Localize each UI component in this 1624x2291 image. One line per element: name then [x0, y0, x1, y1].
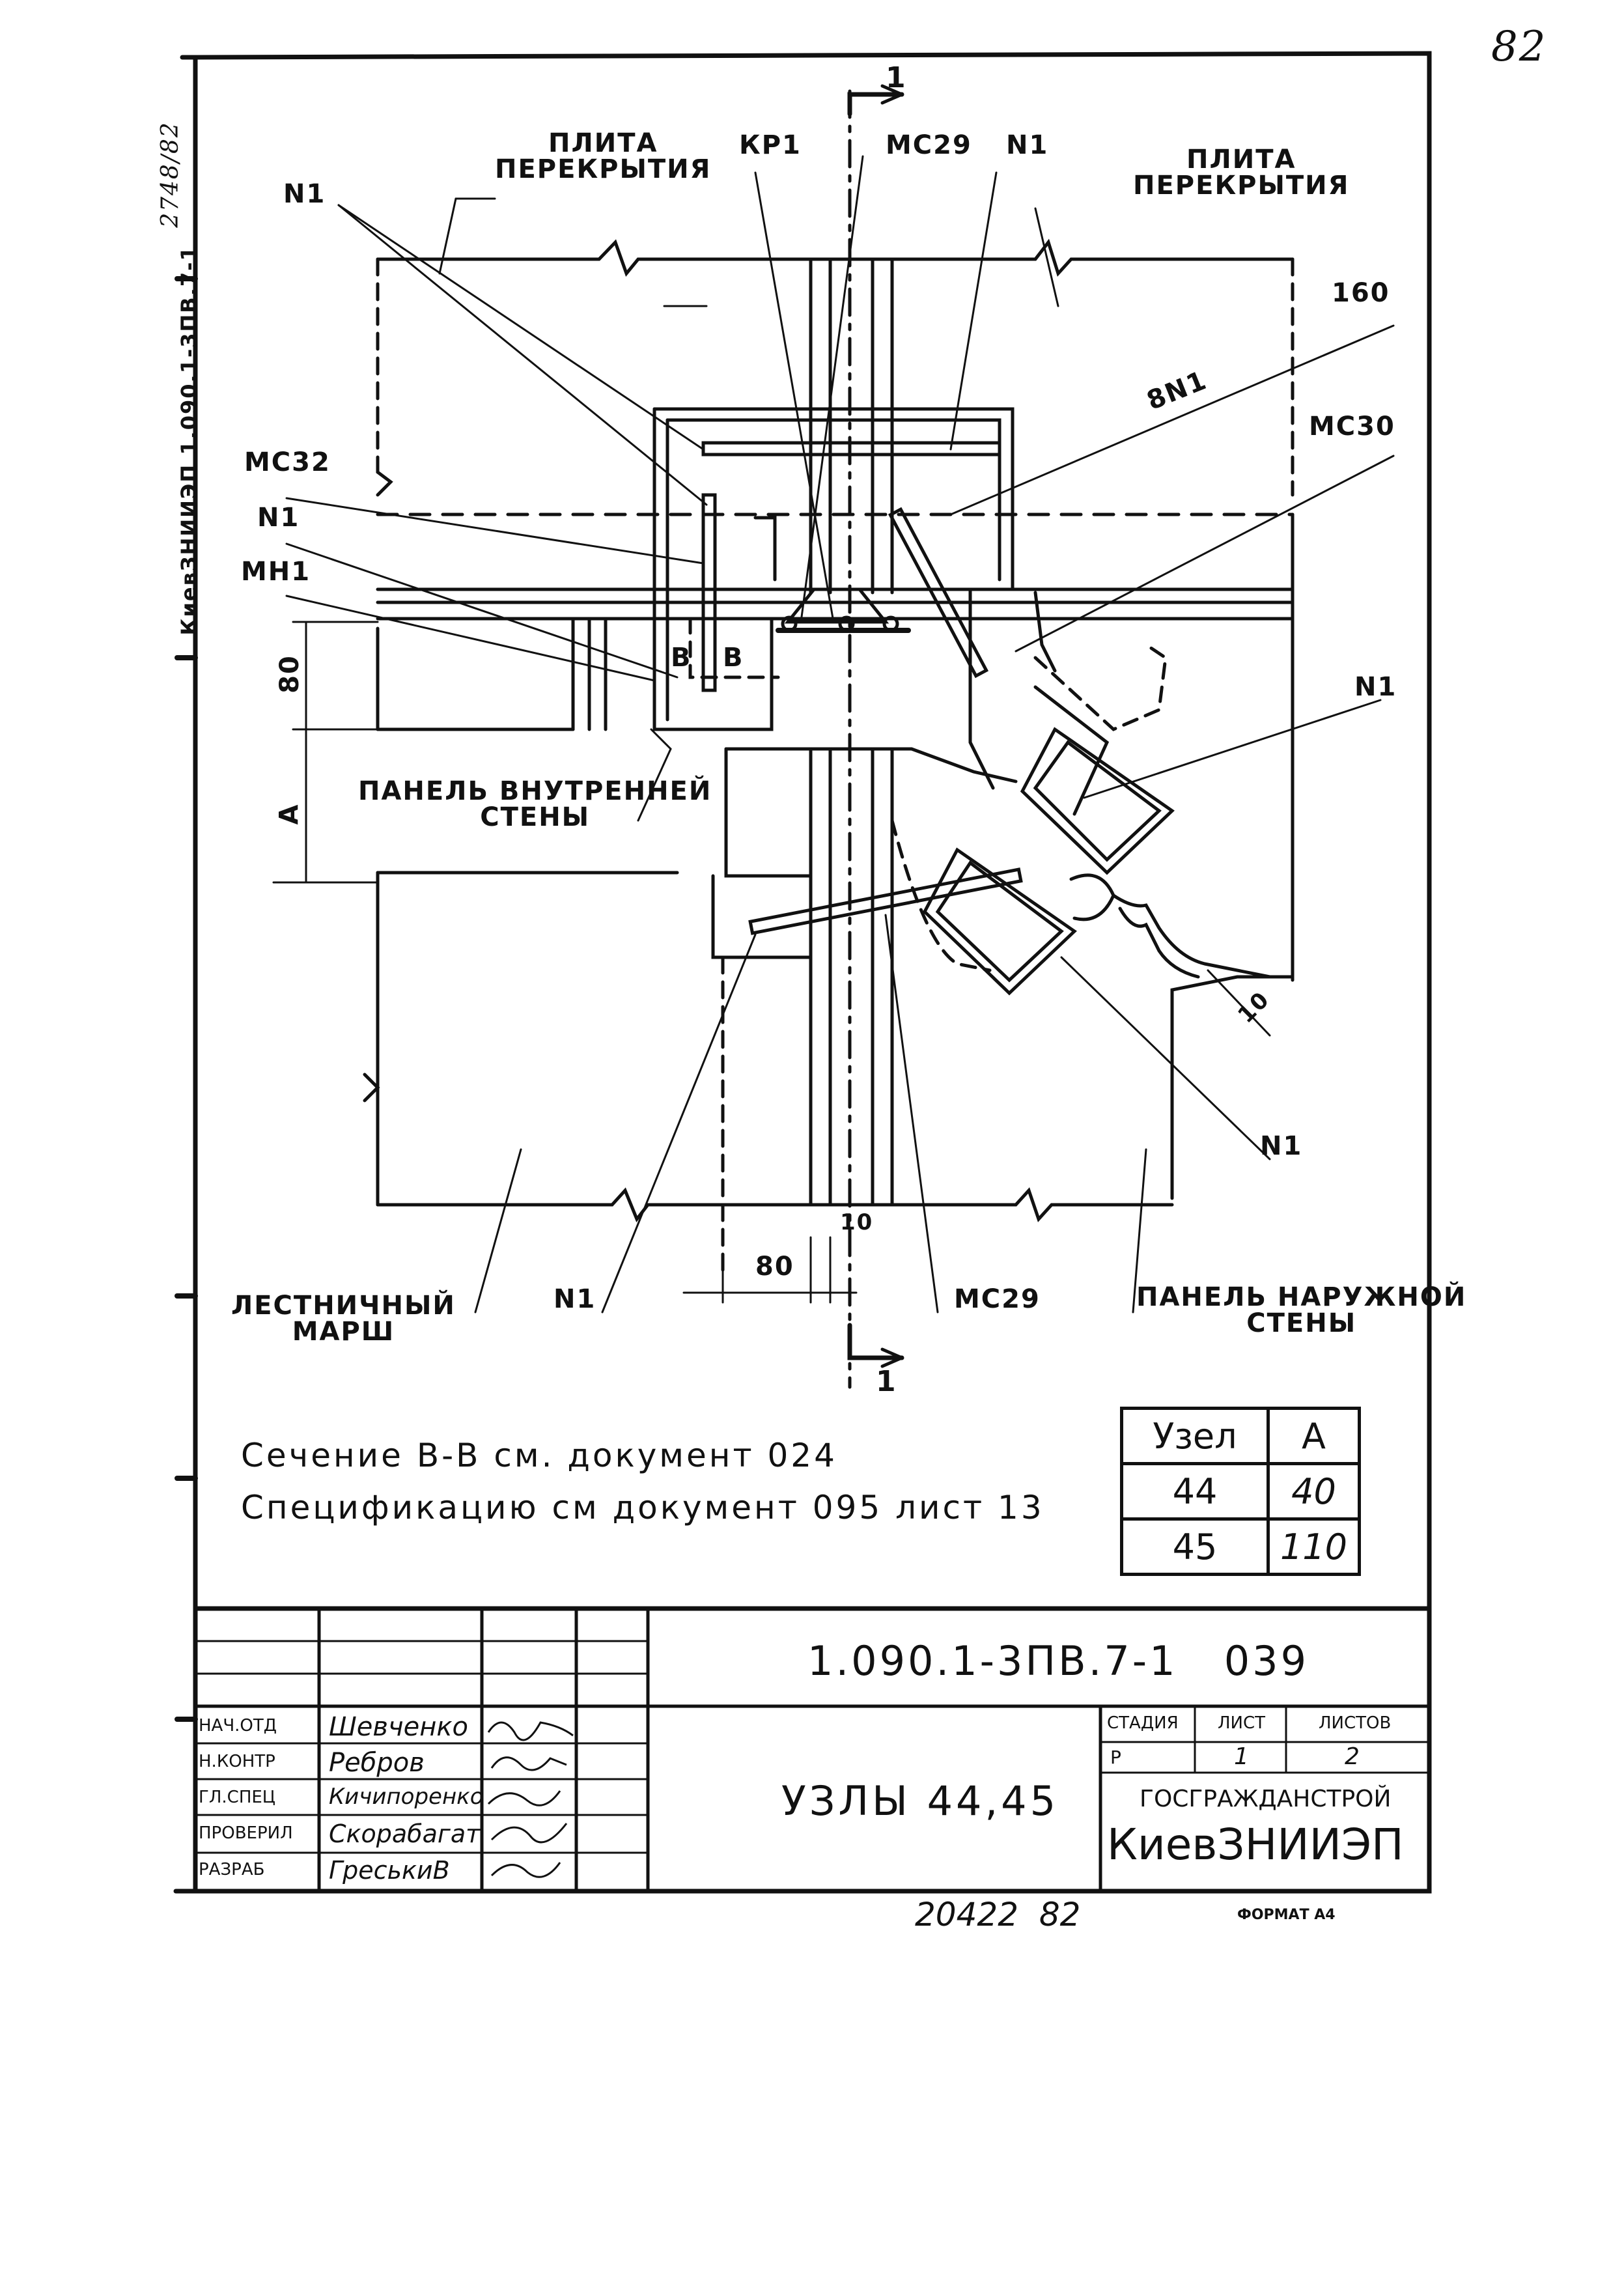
- label-outer-panel: ПАНЕЛЬ НАРУЖНОЙ СТЕНЫ: [1136, 1282, 1467, 1338]
- node-header: Узел: [1120, 1407, 1270, 1465]
- label-n1-left: N1: [257, 503, 300, 533]
- label-n1-topleft: N1: [283, 179, 326, 209]
- node-cell: 44: [1120, 1462, 1270, 1521]
- label-n1-top: N1: [1006, 130, 1049, 160]
- role-norm: Н.КОНТР: [199, 1752, 275, 1771]
- org-line-2: КиевЗНИИЭП: [1107, 1820, 1404, 1870]
- label-mc30: МС30: [1309, 412, 1395, 442]
- label-b-left: В: [671, 643, 692, 673]
- label-mc32: МС32: [244, 447, 331, 477]
- node-table: Узел А 44 40 45 110: [1120, 1407, 1361, 1576]
- label-n1-lower-right: N1: [1260, 1131, 1303, 1161]
- name-developer: ГреськиВ: [329, 1856, 450, 1885]
- name-norm: Ребров: [329, 1748, 425, 1778]
- sheets-value: 2: [1345, 1743, 1360, 1770]
- footer-number: 20422 82: [915, 1896, 1081, 1933]
- role-head: НАЧ.ОТД: [199, 1716, 277, 1736]
- label-stair-flight: ЛЕСТНИЧНЫЙ МАРШ: [231, 1291, 456, 1347]
- label-mh1: МН1: [241, 557, 311, 587]
- a-cell: 40: [1267, 1462, 1361, 1521]
- label-kp1: КР1: [739, 130, 802, 160]
- note-spec: Спецификацию см документ 095 лист 13: [241, 1489, 1044, 1526]
- label-dim-10-horiz: 10: [840, 1209, 874, 1235]
- role-checked: ПРОВЕРИЛ: [199, 1823, 293, 1843]
- node-cell: 45: [1120, 1517, 1270, 1576]
- a-cell: 110: [1267, 1517, 1361, 1576]
- a-header: А: [1267, 1407, 1361, 1465]
- label-b-right: В: [723, 643, 744, 673]
- name-chief: Кичипоренко: [329, 1784, 484, 1810]
- name-checked: Скорабагат: [329, 1820, 481, 1848]
- role-chief: ГЛ.СПЕЦ: [199, 1788, 275, 1807]
- sheet-header: ЛИСТ: [1218, 1713, 1266, 1733]
- note-section: Сечение В-В см. документ 024: [241, 1437, 837, 1474]
- sheet-value: 1: [1234, 1743, 1249, 1770]
- label-plate-left: ПЛИТА ПЕРЕКРЫТИЯ: [495, 128, 712, 184]
- stage-header: СТАДИЯ: [1107, 1713, 1179, 1733]
- page-number: 82: [1491, 23, 1547, 71]
- label-plate-right: ПЛИТА ПЕРЕКРЫТИЯ: [1133, 145, 1350, 201]
- label-n1-bottom: N1: [553, 1284, 596, 1314]
- role-developer: РАЗРАБ: [199, 1860, 265, 1879]
- label-n1-right: N1: [1354, 672, 1397, 702]
- label-mc29-bottom: МС29: [954, 1284, 1041, 1314]
- label-mc29-top: МС29: [886, 130, 972, 160]
- section-mark-top: 1: [886, 61, 907, 94]
- designation: 1.090.1-3ПВ.7-1 039: [807, 1637, 1309, 1685]
- sheets-header: ЛИСТОВ: [1319, 1713, 1392, 1733]
- sheet-title: УЗЛЫ 44,45: [781, 1777, 1059, 1825]
- footer-format: ФОРМАТ А4: [1237, 1907, 1336, 1923]
- label-dim-80-horiz: 80: [755, 1252, 794, 1282]
- name-head: Шевченко: [329, 1712, 468, 1742]
- stage-value: Р: [1110, 1747, 1121, 1768]
- label-dim-160: 160: [1332, 278, 1390, 308]
- org-line-1: ГОСГРАЖДАНСТРОЙ: [1140, 1786, 1392, 1812]
- label-inner-panel: ПАНЕЛЬ ВНУТРЕННЕЙ СТЕНЫ: [358, 776, 712, 832]
- section-mark-bottom: 1: [876, 1365, 897, 1398]
